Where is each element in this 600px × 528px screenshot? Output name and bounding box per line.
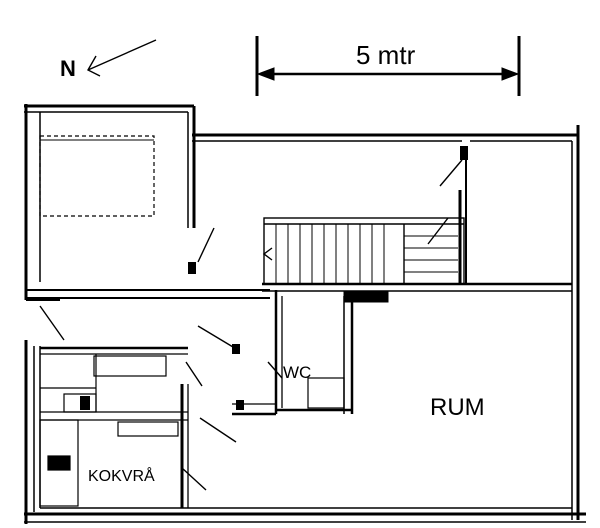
room-label-wc: WC: [283, 363, 312, 382]
staircase: [262, 150, 467, 285]
scale-label: 5 mtr: [356, 40, 416, 70]
outer-walls: [24, 104, 586, 524]
kitchen-cabinets: [39, 346, 189, 508]
annex-outline: [39, 135, 155, 217]
north-label: N: [60, 56, 76, 81]
wall-stubs: [80, 146, 468, 410]
north-arrow-icon: [87, 39, 157, 77]
room-label-rum: RUM: [430, 394, 485, 421]
room-label-kokvra: KOKVRÅ: [88, 468, 155, 485]
wc-block: [232, 290, 389, 416]
middle-walls: [26, 282, 572, 301]
door-swings: [39, 227, 283, 491]
scale-bar: [255, 36, 521, 96]
